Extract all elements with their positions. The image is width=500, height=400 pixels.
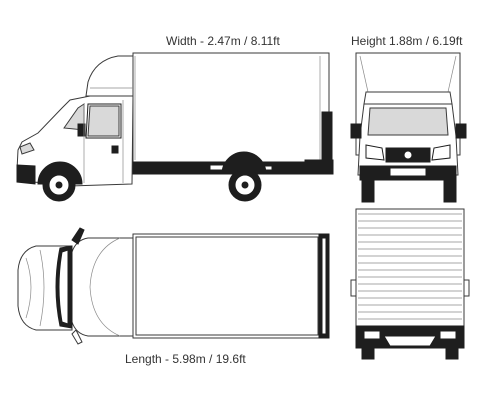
front-wheel-right: [443, 179, 457, 203]
front-mirror-right: [455, 123, 467, 139]
length-label: Length - 5.98m / 19.6ft: [125, 352, 246, 366]
rear-wheel-right: [445, 344, 459, 360]
side-cargo-box: [132, 52, 330, 164]
rear-view: [350, 208, 470, 360]
front-wheel-left: [361, 179, 375, 203]
side-tail-lift: [321, 111, 333, 165]
side-luton: [85, 55, 134, 97]
side-mirror: [77, 123, 86, 137]
front-windscreen: [367, 107, 449, 136]
front-view: [350, 52, 467, 203]
rear-box: [355, 208, 465, 328]
rear-roller-door: [358, 213, 462, 320]
top-mirror-left: [71, 227, 85, 245]
top-mirror-right: [71, 329, 83, 345]
top-view: [17, 227, 330, 345]
side-window-glass: [87, 105, 120, 137]
side-front-wheel: [37, 161, 83, 202]
side-bumper: [16, 164, 36, 185]
front-mirror-left: [350, 123, 362, 139]
rear-wheel-left: [361, 344, 375, 360]
height-label: Height 1.88m / 6.19ft: [351, 34, 463, 48]
width-label: Width - 2.47m / 8.11ft: [166, 34, 280, 48]
side-rear-wheel: [221, 151, 267, 202]
side-view: [16, 52, 334, 202]
top-luton: [71, 237, 134, 337]
side-door-handle: [111, 145, 119, 154]
